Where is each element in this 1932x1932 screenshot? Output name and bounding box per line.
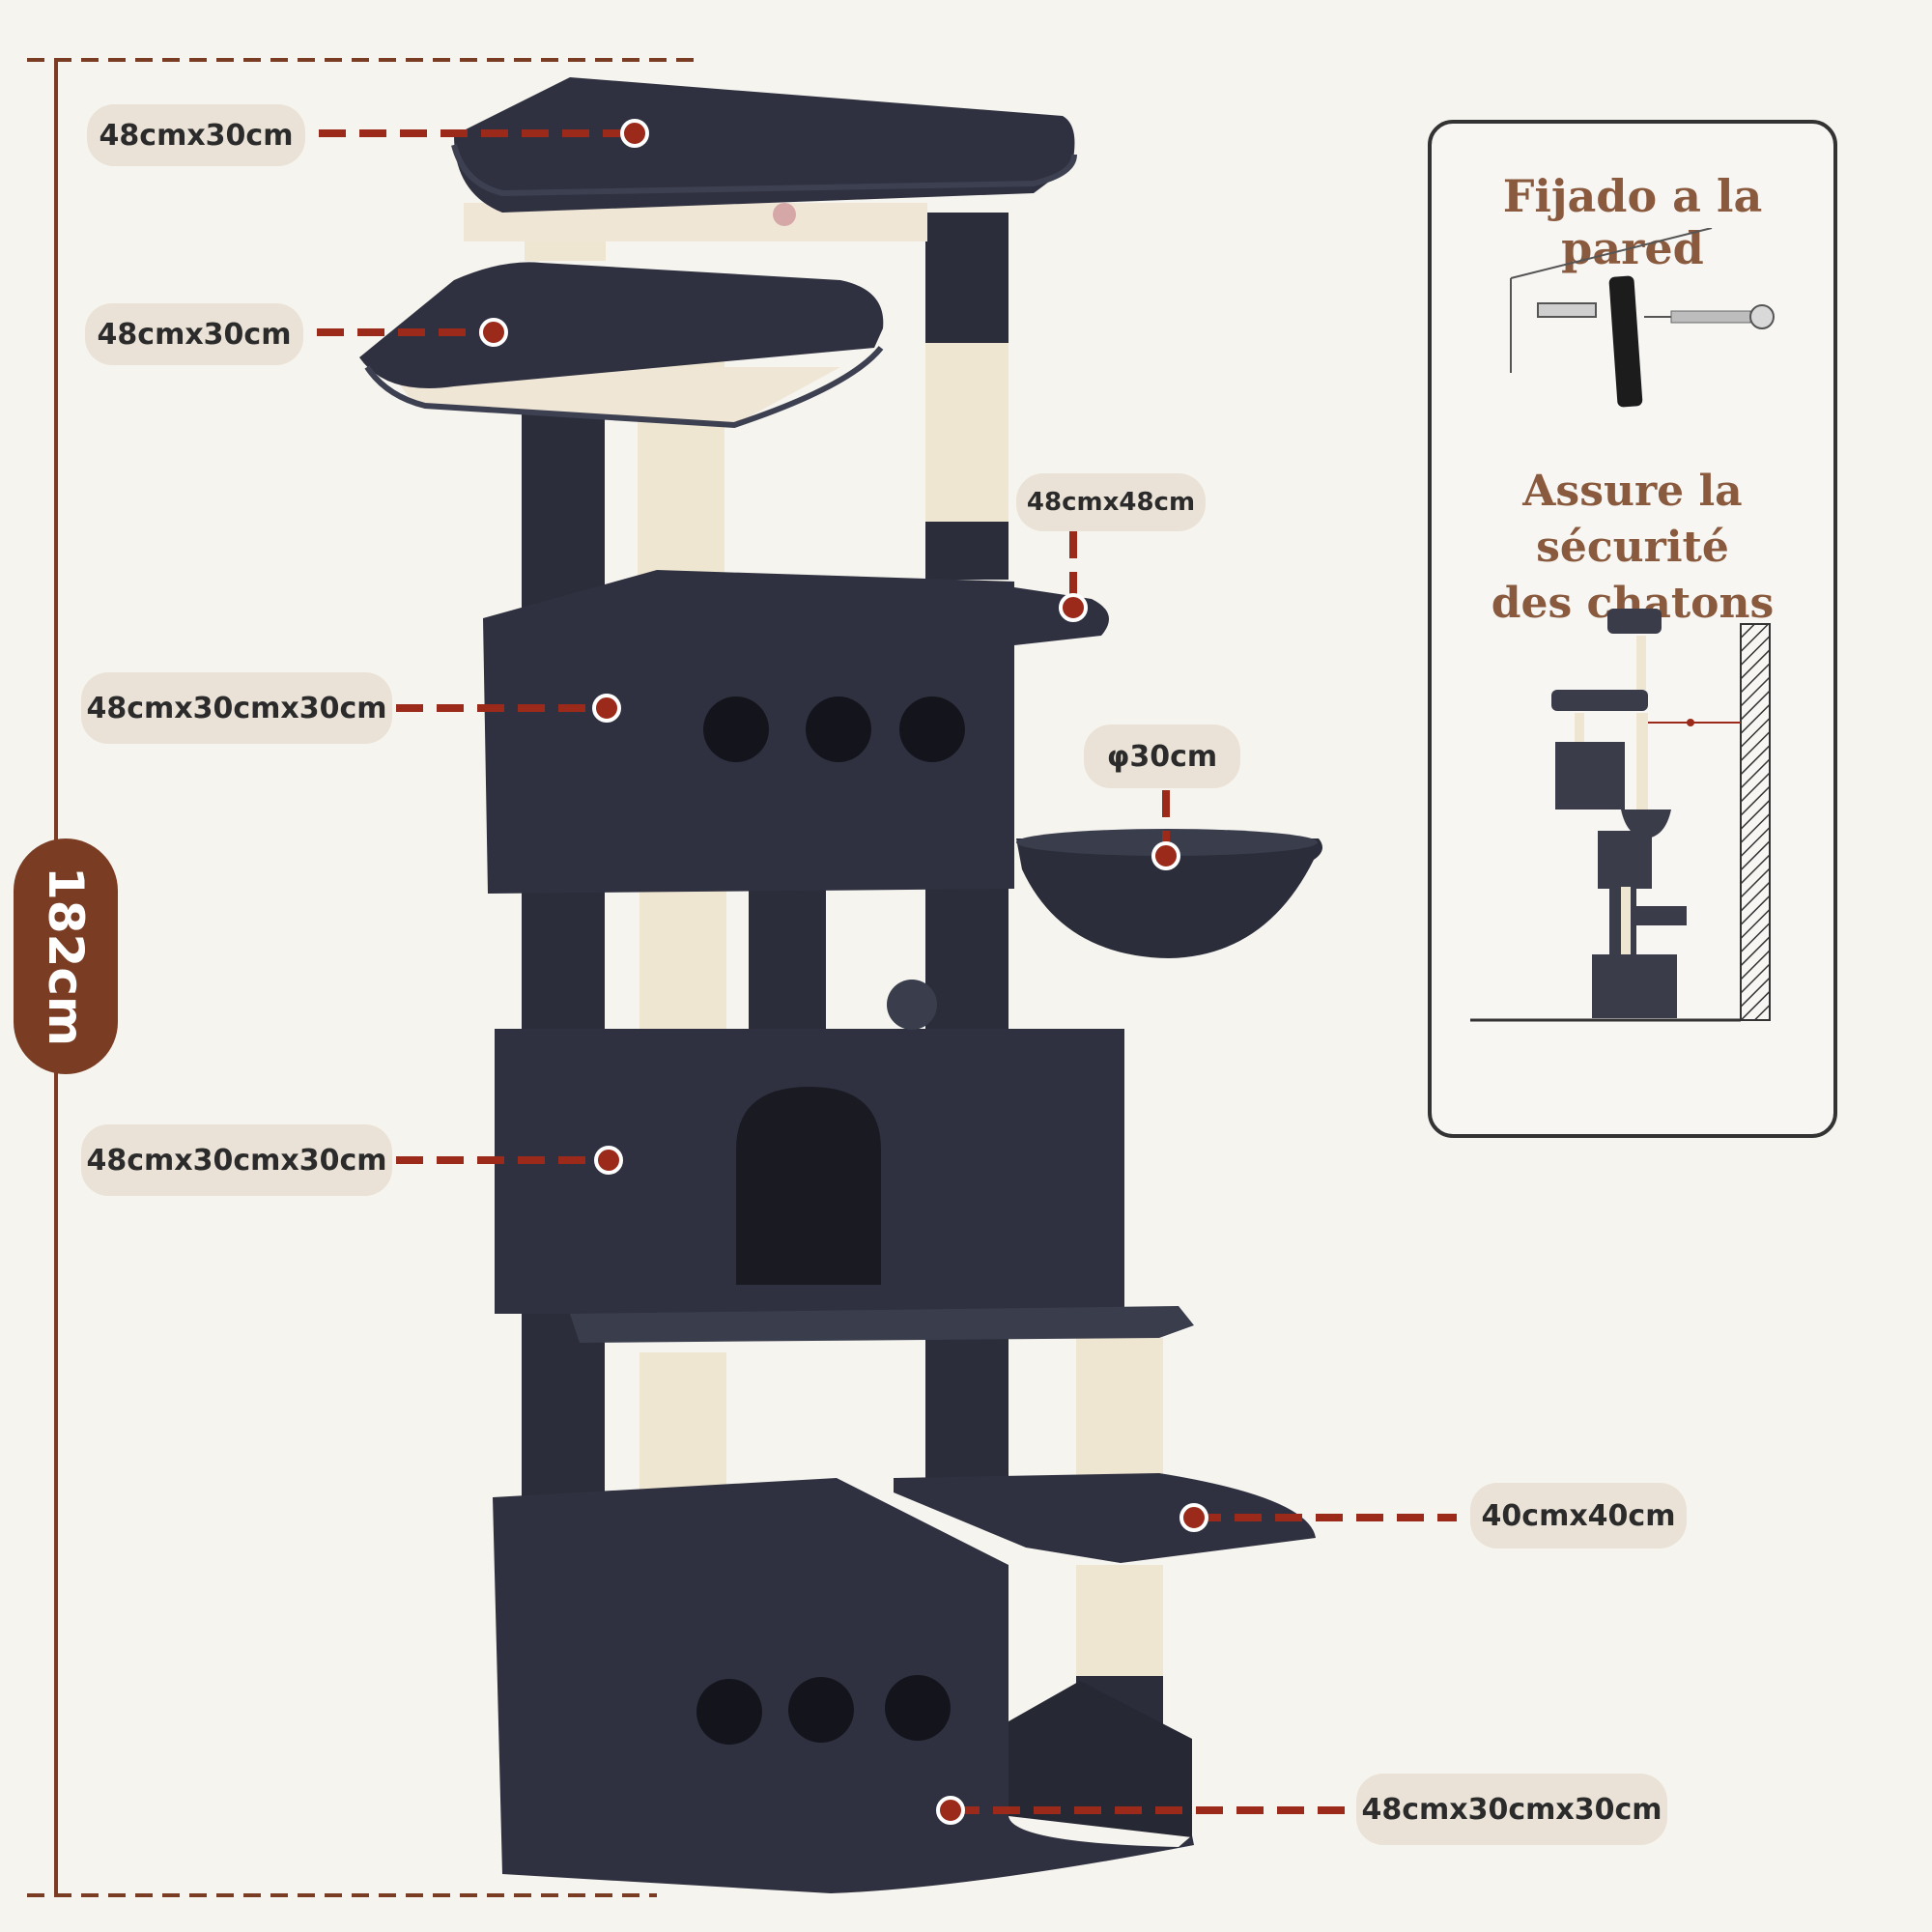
side-platform — [894, 1473, 1316, 1563]
wall-anchor-panel: Fijado a la pared Assure la sécurité des… — [1428, 120, 1837, 1138]
dark-posts — [522, 213, 1009, 1497]
dimension-label-basket: φ30cm — [1084, 724, 1240, 788]
dimension-label-side-platform: 40cmx40cm — [1470, 1483, 1687, 1548]
dimension-label-second-perch: 48cmx30cm — [85, 303, 303, 365]
wall-panel-title: Fijado a la pared — [1502, 170, 1763, 274]
upper-condo — [483, 570, 1109, 894]
base-condo — [493, 1478, 1194, 1893]
dimension-label-upper-condo: 48cmx30cmx30cm — [81, 672, 392, 744]
wall-panel-subtitle-line1: Assure la sécurité — [1522, 467, 1743, 572]
wall-panel-subtitle: Assure la sécurité des chatons — [1432, 464, 1833, 632]
middle-condo — [495, 980, 1194, 1343]
dimension-label-middle-condo: 48cmx30cmx30cm — [81, 1124, 392, 1196]
wall-mounted-tree-thumbnail — [1470, 609, 1771, 1022]
second-perch — [359, 262, 884, 429]
height-label: 182cm — [38, 866, 95, 1047]
dimension-label-base-condo: 48cmx30cmx30cm — [1356, 1774, 1667, 1845]
dimension-label-corner-platform: 48cmx48cm — [1016, 473, 1206, 531]
strap-icon — [1608, 275, 1643, 408]
wall-hatch — [1740, 623, 1771, 1021]
top-perch — [451, 77, 1077, 242]
wall-anchor-diagram — [1510, 228, 1775, 408]
leader-lines — [317, 129, 1457, 1814]
dimension-label-top-perch: 48cmx30cm — [87, 104, 305, 166]
leader-dots — [479, 119, 1208, 1825]
wall-plug-icon — [1537, 302, 1597, 318]
height-badge: 182cm — [14, 838, 118, 1074]
screw-icon — [1670, 310, 1751, 324]
